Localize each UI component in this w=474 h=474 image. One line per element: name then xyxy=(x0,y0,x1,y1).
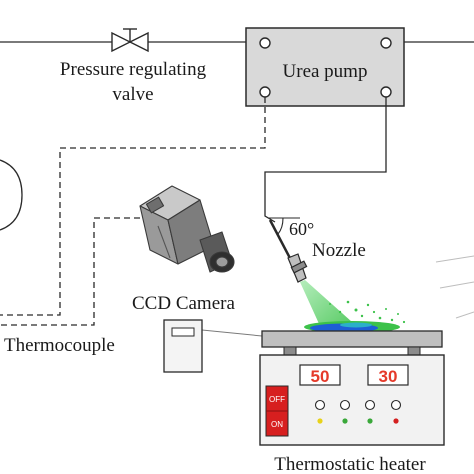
pressure-valve-label-line1: Pressure regulating xyxy=(60,59,207,80)
heater-display-left xyxy=(299,364,341,386)
indicator-light-green-1 xyxy=(342,418,348,424)
thermostatic-heater-label: Thermostatic heater xyxy=(274,454,426,474)
pump-to-nozzle-line xyxy=(264,97,387,223)
angle-label: 60° xyxy=(289,219,314,239)
ccd-camera-label: CCD Camera xyxy=(132,293,235,314)
angle-marker xyxy=(268,217,300,235)
right-edge-lines xyxy=(435,255,474,319)
deposition-layer xyxy=(304,321,400,333)
heater-power-switch[interactable] xyxy=(265,385,289,437)
left-vessel-shape xyxy=(0,159,23,231)
heater-plate xyxy=(261,330,443,356)
heater-display-right-value: 30 xyxy=(379,367,398,386)
spray-cone xyxy=(300,280,352,326)
camera-dashed-line xyxy=(0,217,140,326)
urea-pump-label: Urea pump xyxy=(283,61,368,82)
indicator-light-yellow xyxy=(317,418,323,424)
spray-droplets xyxy=(329,300,406,324)
heater-indicator-lights xyxy=(317,418,399,424)
pump-port-top-left xyxy=(259,37,271,49)
thermocouple-wire xyxy=(201,329,263,337)
indicator-light-red xyxy=(393,418,399,424)
knob-3 xyxy=(364,399,376,411)
return-dashed-line xyxy=(0,97,266,316)
heater-display-left-value: 50 xyxy=(311,367,330,386)
pump-port-top-right xyxy=(380,37,392,49)
nozzle-label: Nozzle xyxy=(312,240,366,261)
heater-body xyxy=(259,354,445,446)
knob-2 xyxy=(339,399,351,411)
urea-pump xyxy=(245,27,405,107)
thermocouple-box xyxy=(163,319,203,373)
indicator-light-green-2 xyxy=(367,418,373,424)
switch-on-label: ON xyxy=(271,420,283,429)
knob-1 xyxy=(314,399,326,411)
thermocouple-label: Thermocouple xyxy=(4,335,115,356)
knob-4 xyxy=(390,399,402,411)
pressure-valve-label-line2: valve xyxy=(112,84,153,105)
heater-knobs xyxy=(314,399,402,411)
nozzle-icon xyxy=(268,219,308,283)
switch-off-label: OFF xyxy=(269,395,285,404)
pressure-regulating-valve-icon xyxy=(111,28,149,53)
pump-port-bottom-left xyxy=(259,86,271,98)
ccd-camera-icon xyxy=(139,185,235,273)
pump-port-bottom-right xyxy=(380,86,392,98)
heater-display-right xyxy=(367,364,409,386)
